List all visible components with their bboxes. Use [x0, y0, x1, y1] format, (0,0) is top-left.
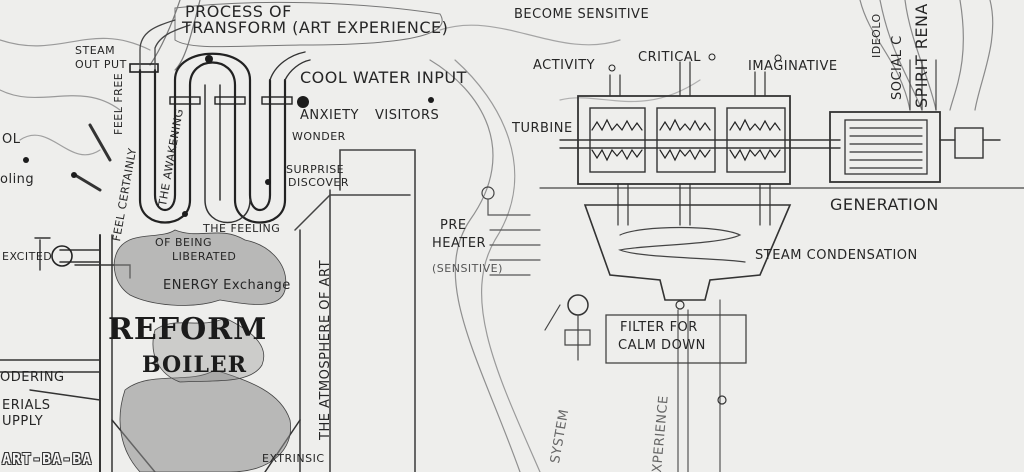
label-the-feeling-2: OF BEING	[155, 236, 212, 249]
label-filter-2: CALM DOWN	[618, 338, 706, 353]
label-visitors: VISITORS	[375, 108, 440, 123]
label-extrinsic: EXTRINSIC	[262, 452, 325, 465]
label-sensitive: (SENSITIVE)	[432, 262, 503, 275]
label-excited: EXCITED	[2, 250, 53, 263]
label-ol: OL	[2, 132, 21, 147]
label-pre-heater-2: HEATER	[432, 236, 487, 251]
label-transform: TRANSFORM (ART EXPERIENCE)	[182, 18, 449, 37]
label-steam-condensation: STEAM CONDENSATION	[755, 248, 918, 263]
label-feel-free: FEEL FREE	[112, 72, 125, 135]
label-surprise: SURPRISE	[286, 163, 345, 176]
label-wonder: WONDER	[292, 130, 346, 143]
label-imaginative: IMAGINATIVE	[748, 59, 838, 74]
label-process: PROCESS OF	[185, 2, 292, 21]
label-spirit-rena: SPIRIT RENA	[912, 3, 931, 108]
label-pre-heater-1: PRE	[440, 218, 467, 233]
label-activity: ACTIVITY	[533, 58, 596, 73]
label-energy-exchange: ENERGY Exchange	[163, 278, 291, 293]
label-boiler: BOILER	[142, 352, 247, 378]
label-ideolo: IDEOLO	[870, 13, 883, 58]
label-steam-out-put: STEAM OUT PUT	[75, 44, 127, 71]
label-erials: ERIALS	[2, 398, 51, 413]
label-cool-water-input: COOL WATER INPUT	[300, 68, 467, 87]
label-social-c: SOCIAL C	[890, 35, 905, 100]
label-reform: REFORM	[108, 312, 268, 347]
label-atmosphere: THE ATMOSPHERE OF ART	[318, 259, 333, 440]
label-filter-1: FILTER FOR	[620, 320, 698, 335]
label-oling: oling	[0, 172, 35, 187]
watermark: ART-BA-BA	[2, 450, 93, 468]
label-liberated: LIBERATED	[172, 250, 237, 263]
label-turbine: TURBINE	[512, 121, 573, 136]
label-upply: UPPLY	[2, 414, 44, 429]
label-anxiety: ANXIETY	[300, 108, 359, 123]
label-critical: CRITICAL	[638, 50, 701, 65]
label-discover: DISCOVER	[288, 176, 349, 189]
label-the-feeling-1: THE FEELING	[203, 222, 281, 235]
label-generation: GENERATION	[830, 195, 939, 214]
label-odering: ODERING	[0, 370, 65, 385]
label-become-sensitive: BECOME SENSITIVE	[514, 7, 650, 22]
